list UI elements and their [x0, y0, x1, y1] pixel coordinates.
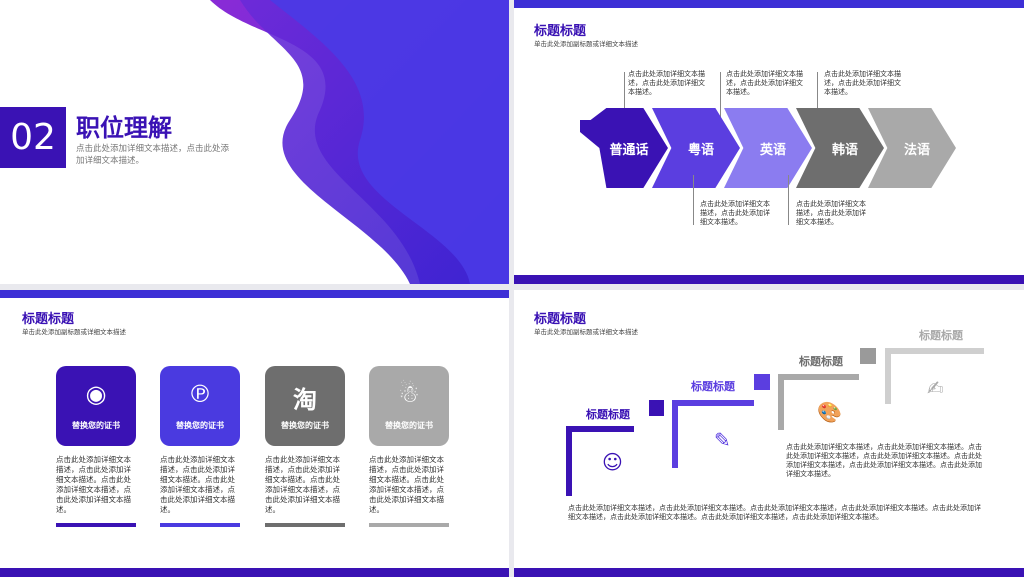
card-label: 替换您的证书 [385, 421, 433, 430]
section-description: 点击此处添加详细文本描述，点击此处添加详细文本描述。 [76, 144, 230, 166]
step-title-2: 标题标题 [691, 380, 735, 393]
qq-icon: ☃ [398, 380, 420, 408]
slide-subtitle: 单击此处添加副标题或详细文本描述 [534, 40, 638, 48]
arrow-step-1: 普通话 [580, 108, 668, 188]
connector-line [624, 72, 625, 120]
note-1: 点击此处添加详细文本描述，点击此处添加详细文本描述。 [628, 70, 705, 96]
pencil-icon: ✎ [714, 428, 731, 452]
top-bar [514, 0, 1024, 8]
bottom-bar [514, 275, 1024, 284]
certificate-card-4: ☃ 替换您的证书 [369, 366, 449, 446]
stair-steps-graphic [566, 348, 984, 496]
top-bar [0, 290, 509, 298]
note-3: 点击此处添加详细文本描述，点击此处添加详细文本描述。 [824, 70, 901, 96]
connector-line [720, 72, 721, 120]
card-description: 点击此处添加详细文本描述，点击此处添加详细文本描述。点击此处添加详细文本描述，点… [369, 455, 444, 514]
card-description: 点击此处添加详细文本描述，点击此处添加详细文本描述。点击此处添加详细文本描述，点… [56, 455, 131, 514]
certificate-card-1: ◉ 替换您的证书 [56, 366, 136, 446]
card-underline [265, 523, 345, 527]
slide-title: 标题标题 [534, 312, 587, 327]
note-2: 点击此处添加详细文本描述，点击此处添加详细文本描述。 [726, 70, 803, 96]
card-underline [56, 523, 136, 527]
slide-section-cover: 02 职位理解 点击此处添加详细文本描述，点击此处添加详细文本描述。 [0, 0, 509, 284]
weibo-icon: ◉ [85, 380, 107, 408]
slide-title: 标题标题 [22, 312, 75, 327]
card-label: 替换您的证书 [281, 421, 329, 430]
note-5: 点击此处添加详细文本描述，点击此处添加详细文本描述。 [796, 200, 866, 226]
connector-line [788, 175, 789, 225]
palette-icon: 🎨 [817, 400, 842, 424]
step-title-4: 标题标题 [919, 329, 963, 342]
card-label: 替换您的证书 [176, 421, 224, 430]
card-description: 点击此处添加详细文本描述，点击此处添加详细文本描述。点击此处添加详细文本描述，点… [265, 455, 340, 514]
wave-graphic [210, 0, 509, 284]
card-underline [369, 523, 449, 527]
description-right: 点击此处添加详细文本描述，点击此处添加详细文本描述。点击此处添加详细文本描述，点… [786, 443, 982, 478]
pinterest-icon: ℗ [188, 380, 212, 408]
card-label: 替换您的证书 [72, 421, 120, 430]
head-gear-icon: ☺ [602, 450, 623, 474]
connector-line [693, 175, 694, 225]
step-title-1: 标题标题 [586, 408, 630, 421]
card-underline [160, 523, 240, 527]
certificate-card-2: ℗ 替换您的证书 [160, 366, 240, 446]
bottom-bar [0, 568, 509, 577]
bottom-bar [514, 568, 1024, 577]
certificate-card-3: 淘 替换您的证书 [265, 366, 345, 446]
slide-languages: 标题标题 单击此处添加副标题或详细文本描述 点击此处添加详细文本描述，点击此处添… [514, 0, 1024, 284]
slide-subtitle: 单击此处添加副标题或详细文本描述 [534, 328, 638, 336]
note-4: 点击此处添加详细文本描述，点击此处添加详细文本描述。 [700, 200, 770, 226]
connector-line [817, 72, 818, 120]
card-description: 点击此处添加详细文本描述，点击此处添加详细文本描述。点击此处添加详细文本描述，点… [160, 455, 235, 514]
description-bottom: 点击此处添加详细文本描述，点击此处添加详细文本描述。点击此处添加详细文本描述，点… [568, 504, 981, 521]
slide-certificates: 标题标题 单击此处添加副标题或详细文本描述 ◉ 替换您的证书 ℗ 替换您的证书 … [0, 290, 509, 577]
slide-subtitle: 单击此处添加副标题或详细文本描述 [22, 328, 126, 336]
section-title: 职位理解 [76, 114, 172, 142]
document-icon: ✍ [927, 376, 944, 400]
slide-title: 标题标题 [534, 24, 587, 39]
step-title-3: 标题标题 [799, 355, 843, 368]
section-number: 02 [0, 107, 66, 168]
slide-steps: 标题标题 单击此处添加副标题或详细文本描述 标题标题 标题标题 标题标题 标题标… [514, 290, 1024, 577]
taobao-icon: 淘 [293, 386, 317, 414]
